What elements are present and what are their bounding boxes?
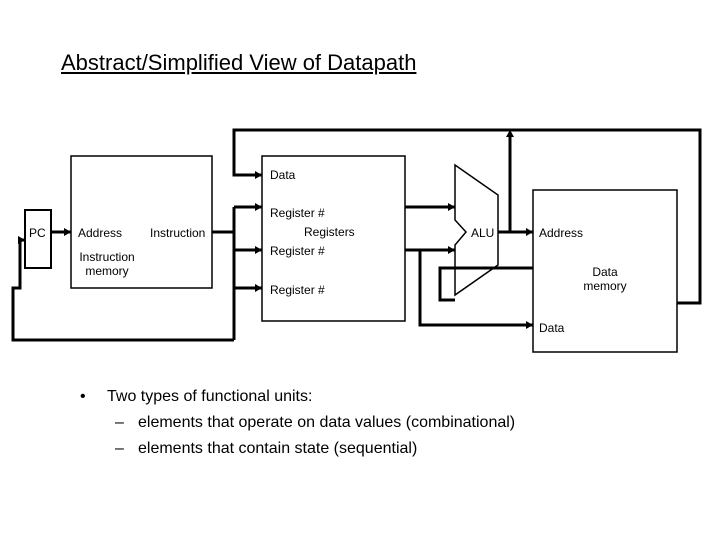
dash-symbol: – [115,414,124,431]
reg-register3-label: Register # [270,283,325,297]
reg-register2-label: Register # [270,244,325,258]
imem-address-label: Address [78,226,123,240]
bullet-text: Two types of functional units: [107,388,313,405]
data-memory-box [532,189,678,353]
dmem-address-label: Address [539,226,584,240]
imem-name-label: Instruction memory [79,250,135,278]
alu-label: ALU [471,226,495,240]
dmem-name-label: Data memory [583,265,627,293]
instruction-memory-box [70,155,213,289]
dmem-side-wire [438,266,533,302]
alu-shape [454,163,499,297]
writeback-wire [232,128,702,305]
page-title: Abstract/Simplified View of Datapath [61,50,417,75]
registers-box [261,155,406,322]
imem-instruction-label: Instruction [150,226,206,240]
reg-to-dmem-data-wire [418,250,533,327]
sub-item-text: elements that operate on data values (co… [138,414,516,431]
reg-data-label: Data [270,168,296,182]
pc-label: PC [29,226,46,240]
registers-name-label: Registers [304,225,355,239]
reg-register1-label: Register # [270,206,325,220]
bullet-symbol: • [80,388,86,405]
sub-item-text: elements that contain state (sequential) [138,440,418,457]
dmem-data-label: Data [539,321,565,335]
dash-symbol: – [115,440,124,457]
